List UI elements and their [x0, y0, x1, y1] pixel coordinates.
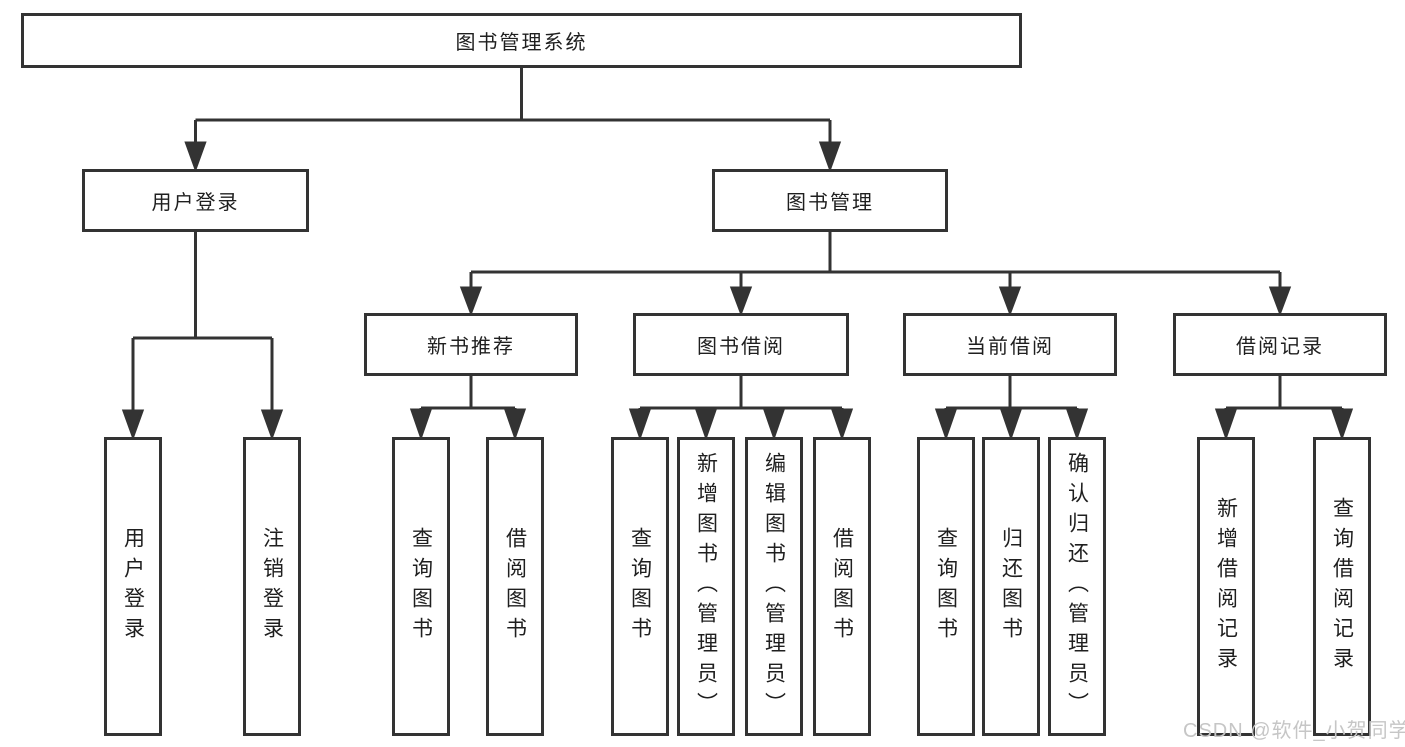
leaf-add-book-admin: 新增图书（管理员） — [677, 437, 735, 736]
leaf-add-borrow-record: 新增借阅记录 — [1197, 437, 1255, 736]
leaf-query-books-borrow: 查询图书 — [611, 437, 669, 736]
leaf-query-books-recommend: 查询图书 — [392, 437, 450, 736]
arrow-down-icon — [1214, 408, 1238, 441]
node-label: 查询图书 — [628, 526, 652, 647]
arrow-down-icon — [999, 408, 1023, 441]
node-user-login: 用户登录 — [82, 169, 309, 232]
node-label: 借阅记录 — [1236, 336, 1324, 358]
node-current-borrow: 当前借阅 — [903, 313, 1117, 376]
leaf-borrow-books-recommend: 借阅图书 — [486, 437, 544, 736]
arrow-down-icon — [121, 409, 145, 441]
leaf-edit-book-admin: 编辑图书（管理员） — [745, 437, 803, 736]
edge-book-borrow-children — [628, 376, 854, 441]
arrow-down-icon — [459, 286, 483, 317]
node-label: 借阅图书 — [503, 526, 527, 647]
node-new-book-recommend: 新书推荐 — [364, 313, 578, 376]
leaf-return-book: 归还图书 — [982, 437, 1040, 736]
arrow-down-icon — [503, 408, 527, 441]
node-label: 归还图书 — [999, 526, 1023, 647]
node-label: 查询图书 — [409, 526, 433, 647]
edge-book-management-children — [459, 232, 1292, 317]
arrow-down-icon — [1330, 408, 1354, 441]
node-label: 图书借阅 — [697, 336, 785, 358]
node-label: 查询图书 — [934, 526, 958, 647]
node-book-borrow: 图书借阅 — [633, 313, 849, 376]
node-label: 编辑图书（管理员） — [762, 451, 786, 722]
arrow-down-icon — [184, 141, 207, 173]
arrow-down-icon — [1268, 286, 1292, 317]
arrow-down-icon — [260, 409, 284, 441]
edge-user-login-children — [121, 232, 284, 441]
edge-current-borrow-children — [934, 376, 1089, 441]
edge-root-to-level2 — [184, 68, 842, 173]
arrow-down-icon — [694, 408, 718, 441]
leaf-logout: 注销登录 — [243, 437, 301, 736]
node-label: 新增图书（管理员） — [694, 451, 718, 722]
node-label: 图书管理 — [786, 192, 874, 214]
node-borrow-records: 借阅记录 — [1173, 313, 1387, 376]
leaf-query-borrow-record: 查询借阅记录 — [1313, 437, 1371, 736]
arrow-down-icon — [998, 286, 1022, 317]
node-label: 用户登录 — [121, 526, 145, 647]
node-library-management-system: 图书管理系统 — [21, 13, 1022, 68]
node-label: 新书推荐 — [427, 336, 515, 358]
arrow-down-icon — [818, 141, 842, 173]
edge-new-book-recommend-children — [409, 376, 527, 441]
arrow-down-icon — [1065, 408, 1089, 441]
edge-borrow-records-children — [1214, 376, 1354, 441]
node-book-management: 图书管理 — [712, 169, 948, 232]
leaf-query-books-current: 查询图书 — [917, 437, 975, 736]
node-label: 用户登录 — [151, 192, 240, 214]
node-label: 查询借阅记录 — [1330, 496, 1354, 677]
node-label: 图书管理系统 — [455, 32, 588, 54]
arrow-down-icon — [830, 408, 854, 441]
arrow-down-icon — [934, 408, 958, 441]
arrow-down-icon — [729, 286, 753, 317]
watermark: CSDN @软件_小贺同学 — [1183, 720, 1405, 742]
arrow-down-icon — [628, 408, 652, 441]
node-label: 借阅图书 — [830, 526, 854, 647]
leaf-user-login: 用户登录 — [104, 437, 162, 736]
node-label: 注销登录 — [260, 526, 284, 647]
leaf-confirm-return-admin: 确认归还（管理员） — [1048, 437, 1106, 736]
arrow-down-icon — [762, 408, 786, 441]
arrow-down-icon — [409, 408, 433, 441]
leaf-borrow-books-borrow: 借阅图书 — [813, 437, 871, 736]
node-label: 当前借阅 — [966, 336, 1054, 358]
node-label: 确认归还（管理员） — [1065, 451, 1089, 722]
node-label: 新增借阅记录 — [1214, 496, 1238, 677]
